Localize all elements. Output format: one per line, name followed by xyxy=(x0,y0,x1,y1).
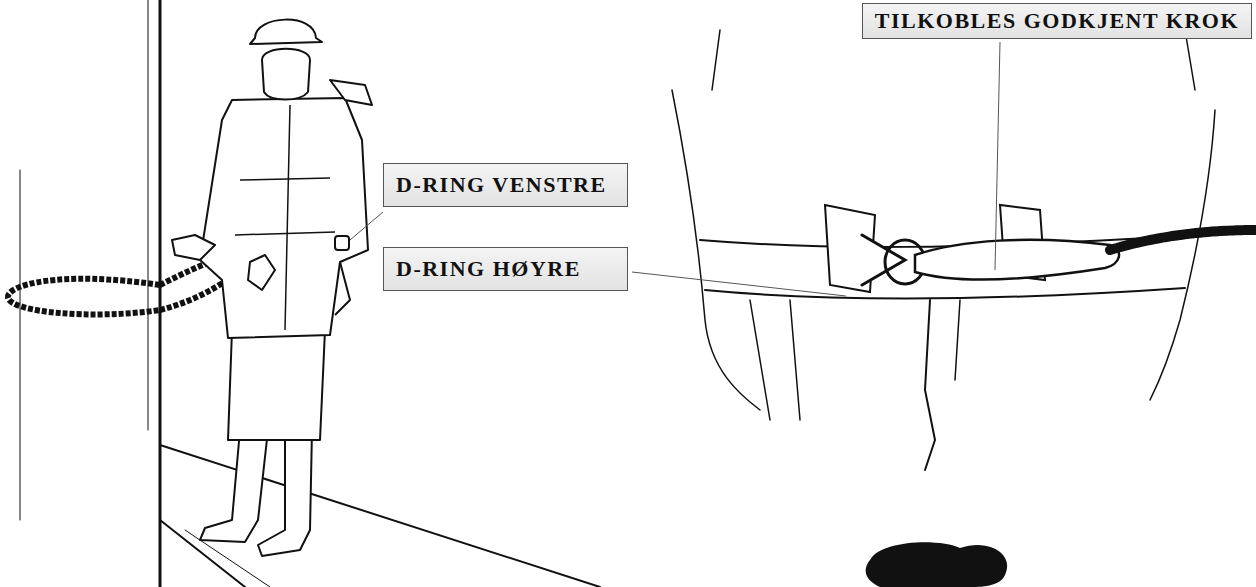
vest-band xyxy=(235,232,335,235)
head xyxy=(262,49,310,100)
rope xyxy=(1110,230,1256,250)
vest-band xyxy=(240,178,330,180)
harness-closeup xyxy=(672,30,1256,470)
floor-edge xyxy=(160,445,600,587)
callout-box: D-RING HØYRE xyxy=(383,247,628,291)
leg xyxy=(200,430,268,542)
callout-label: D-RING HØYRE xyxy=(396,256,581,281)
callout-label: TILKOBLES GODKJENT KROK xyxy=(875,8,1239,33)
callout-label: D-RING VENSTRE xyxy=(396,172,607,197)
body-outline xyxy=(1185,30,1195,90)
vest xyxy=(200,98,368,338)
zipper xyxy=(285,105,290,330)
leg xyxy=(258,430,312,556)
pole-shading xyxy=(20,170,21,520)
pole-edge xyxy=(159,0,162,587)
pole-and-floor xyxy=(20,0,600,587)
rope-loop xyxy=(8,279,160,315)
hand xyxy=(248,255,275,290)
d-ring xyxy=(335,236,349,250)
worker-figure xyxy=(172,20,372,556)
strap xyxy=(750,300,770,420)
body-outline xyxy=(712,30,720,90)
lanyard-strap xyxy=(335,262,350,315)
belt xyxy=(705,288,1185,299)
strap xyxy=(955,300,960,380)
helmet xyxy=(250,20,322,44)
callout-box: D-RING VENSTRE xyxy=(383,163,628,207)
dark-blob xyxy=(866,542,1008,587)
leader-line xyxy=(350,212,383,240)
hook xyxy=(915,240,1119,280)
collar xyxy=(330,80,372,105)
hand xyxy=(172,235,215,260)
strap xyxy=(790,300,800,420)
callout-box: TILKOBLES GODKJENT KROK xyxy=(862,3,1252,39)
leader-line xyxy=(995,42,1000,270)
leader-lines xyxy=(350,42,1000,296)
leader-line xyxy=(632,272,846,296)
body-outline xyxy=(1150,110,1215,400)
strap-hook xyxy=(925,300,935,470)
body-outline xyxy=(672,90,760,410)
pole-edge xyxy=(148,0,149,430)
trousers xyxy=(228,330,325,440)
